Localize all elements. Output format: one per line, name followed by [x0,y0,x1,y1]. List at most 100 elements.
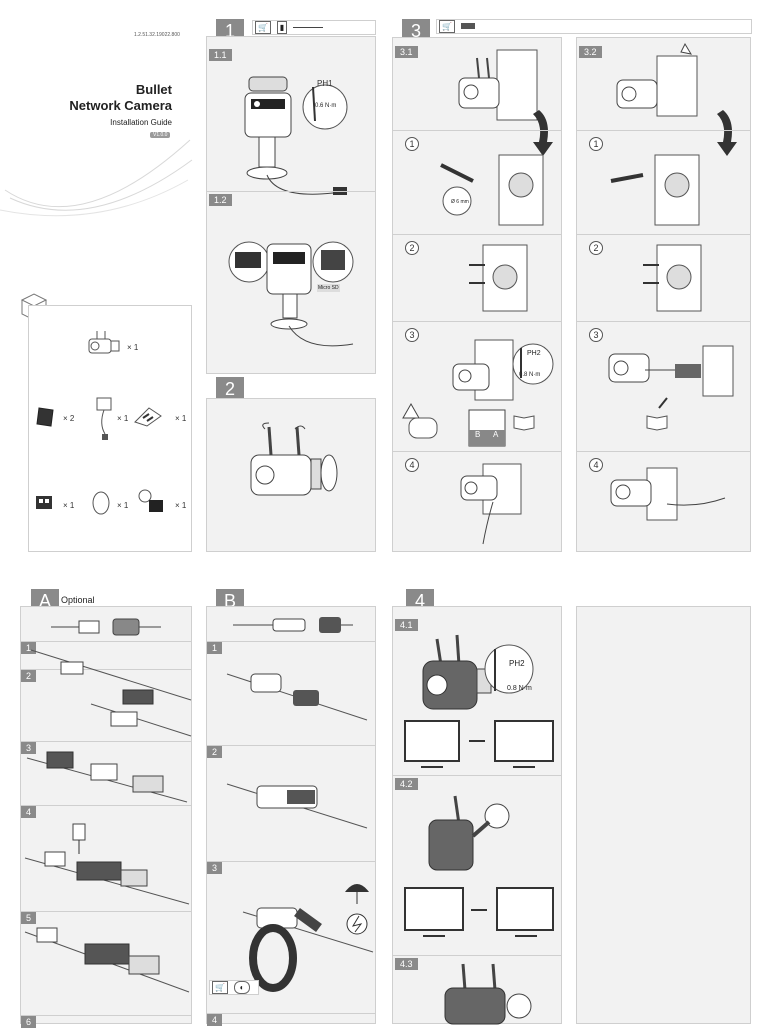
wall-mount-overview [458,49,538,121]
anchors-illustration [469,244,528,312]
stepA-panel: 1 2 3 4 5 [20,606,192,1028]
subtitle: Installation Guide [110,118,172,127]
connector-overview [51,618,161,636]
cable-mount-illustration [608,345,734,431]
arrow-down-icon-2 [717,110,737,156]
step3-1-cell1: 1 Ø 6 mm [393,130,561,234]
step2-panel [206,398,376,552]
stepA-s4: 4 [21,806,37,818]
step4-3-cell: 4.3 [393,955,561,1025]
step1-2-cell: 1.2 Micro SD [207,191,375,375]
sticker-icon [36,496,52,509]
sd-card-icon: ▮ [277,21,287,34]
screwdriver-icon [293,27,323,28]
cable-assembly-2 [30,649,192,737]
step3-2-s1: 1 [589,137,603,151]
step3-2-cell1: 1 [577,130,750,234]
seal-qty: × 1 [175,501,187,510]
stepB-s4: 4 [207,1014,223,1026]
document-icon [36,407,54,427]
stepA-cell4: 4 [21,805,191,911]
stepB-panel: 1 2 3 🛒 ◐ [206,606,376,1026]
cable-assembly-3 [26,751,188,803]
drill-wall-illustration-2 [610,154,700,226]
stepB-s1: 1 [207,642,223,654]
stepB-cell4: 4 [207,1013,375,1026]
step3-1-s2: 2 [405,241,419,255]
step4-ph2-label: PH2 [509,659,525,668]
camera-maintenance-illustration [244,76,347,195]
doc-qty: × 2 [63,414,75,423]
monitor-preview-2 [404,887,554,937]
waterproof-tape-illustration [242,907,374,992]
drill-template-icon [92,491,110,515]
doc-code: 1.2.51.32.19022.800 [134,32,180,38]
camera-qty: × 1 [127,343,139,352]
ph2-callout [512,343,554,385]
step1-panel: 1.1 PH1 0.6 N·m 1.2 Micro SD [206,36,376,374]
title-line2: Network Camera [69,98,172,113]
stepB-s3: 3 [207,862,223,874]
wall-mount-overview-2 [616,42,698,117]
step4-1-tag: 4.1 [395,619,418,631]
connect-cable-1 [226,673,368,721]
step3-2-s4: 4 [589,458,603,472]
cart-icon-3: 🛒 [439,20,455,33]
template-qty: × 1 [117,501,129,510]
ph1-label: PH1 [317,79,333,88]
adjust-angle-illustration-1 [422,634,492,710]
step3-1-s4: 4 [405,458,419,472]
step3-2-cell3: 3 [577,321,750,451]
step3-1-cell3: 3 B A PH2 0.8 N·m [393,321,561,451]
step3-1-s3: 3 [405,328,419,342]
stepA-cell2: 2 [21,649,192,741]
power-adapter-icon [96,397,112,440]
seal-ring-icon [138,489,163,512]
stepB-cell1: 1 [207,641,375,745]
cart-icon-b: 🛒 [212,981,228,994]
waterproof-connector-overview [233,617,353,633]
stepB-cell2: 2 [207,745,375,861]
book-icon [513,415,535,431]
ph2-torque: 0.8 N·m [519,372,541,378]
step3-1-panel: 3.1 1 Ø 6 mm 2 3 [392,37,562,552]
step3-tools-bar: 🛒 [436,19,752,34]
drill-wall-illustration [440,154,544,226]
step3-1-s1: 1 [405,137,419,151]
rain-umbrella-icon [345,884,369,935]
adapter-qty: × 1 [117,414,129,423]
blank-panel [576,606,751,1024]
step3-2-s2: 2 [589,241,603,255]
label-a: A [493,430,499,439]
adjust-angle-illustration-3 [444,963,532,1025]
step3-1-cell2: 2 [393,234,561,321]
step1-2-tag: 1.2 [209,194,232,206]
step4-3-tag: 4.3 [395,958,418,970]
mounted-camera-illustration-2 [610,467,726,521]
sticker-qty: × 1 [63,501,75,510]
step3-2-s3: 3 [589,328,603,342]
arrow-down-icon [533,110,553,156]
step3-2-cell2: 2 [577,234,750,321]
stepB-s2: 2 [207,746,223,758]
stepA-s6: 6 [21,1016,37,1028]
cable-assembly-5 [24,927,190,993]
tape-icon: ◐ [234,981,250,994]
micro-sd-label: Micro SD [317,284,340,292]
step4-2-tag: 4.2 [395,778,418,790]
cart-icon: 🛒 [255,21,271,34]
step3-2-tag: 3.2 [579,46,602,58]
stepA-cell5: 5 [21,911,191,1015]
antenna-adjust-illustration [250,422,338,496]
stepA-s1: 1 [21,642,37,654]
sd-card-install-illustration [228,241,354,347]
drill-size: Ø 6 mm [451,199,469,205]
adjust-angle-illustration-2 [428,795,510,871]
screwdriver-callout [302,84,348,130]
title-line1: Bullet [135,82,172,97]
stepA-cell3: 3 [21,741,191,805]
stepB-tools-bar: 🛒 ◐ [209,980,259,995]
stepA-s3: 3 [21,742,37,754]
package-contents-panel: × 1 × 2 × 1 × 1 × 1 × 1 × 1 [28,305,192,552]
monitor-preview-1 [404,720,554,768]
